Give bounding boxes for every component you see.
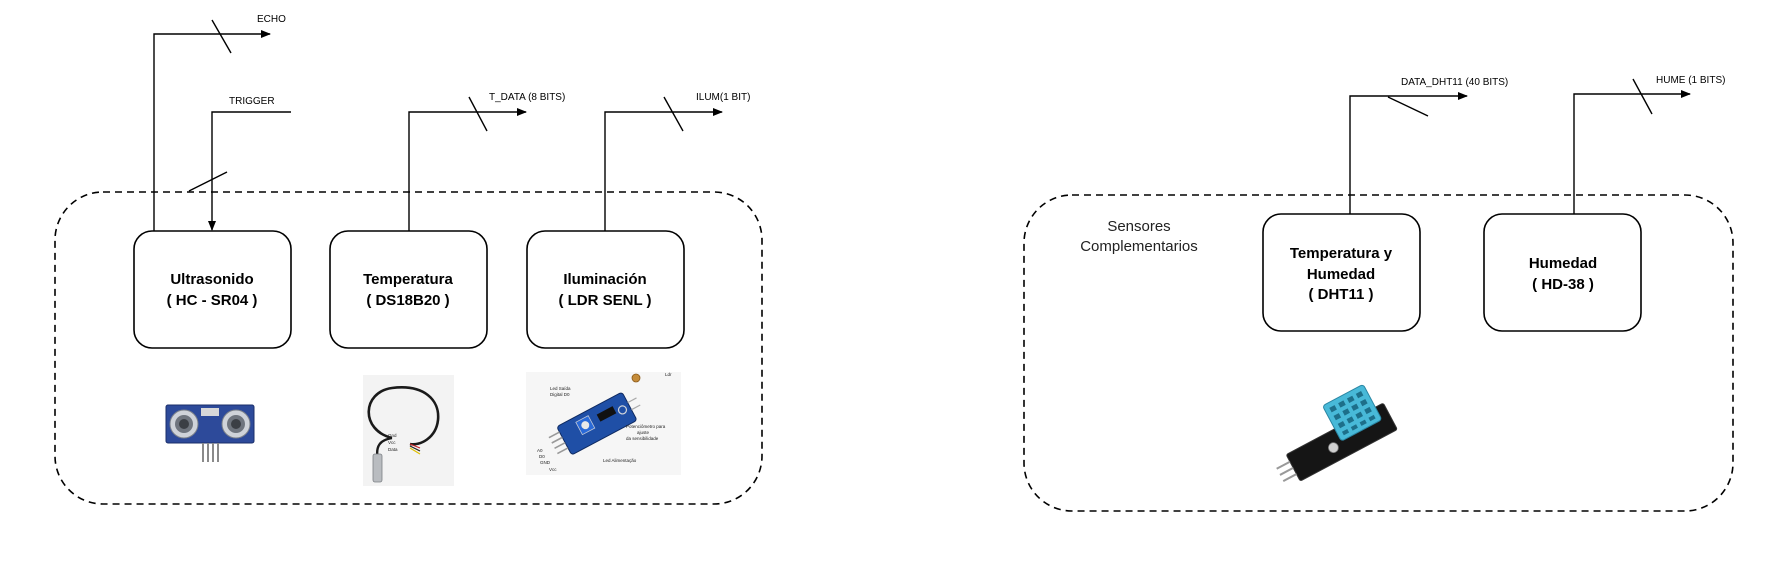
box-ultrasonido-line2: ( HC - SR04 ) [167,292,258,309]
bus-slash [188,171,228,192]
complementary-sensors-group [1023,194,1734,512]
ldr-module-photo: Ldr Led Saída Digital D0 Potenciômetro p… [526,372,681,475]
ultrasonic-sensor-photo [165,404,255,462]
box-iluminacion-line1: Iluminación [563,271,646,288]
pin-a0-label: A0 [537,448,543,453]
pin-gnd-label: GND [540,460,551,465]
led-alim-label: Led Alimentação [603,458,637,463]
dht11-module-photo [1276,384,1398,482]
ds18b20-wire-vcc: Vcc [388,440,396,445]
box-iluminacion: Iluminación ( LDR SENL ) [526,230,685,349]
box-iluminacion-line2: ( LDR SENL ) [558,292,651,309]
box-humedad: Humedad ( HD-38 ) [1483,213,1642,332]
ds18b20-wire-data: Data [388,447,398,452]
ilum-signal: ILUM(1 BIT) [604,92,750,231]
group-label-line2: Complementarios [1080,238,1198,255]
box-ultrasonido: Ultrasonido ( HC - SR04 ) [133,230,292,349]
t-data-label: T_DATA (8 BITS) [489,92,565,103]
box-temperatura: Temperatura ( DS18B20 ) [329,230,488,349]
trigger-signal: TRIGGER [188,96,291,231]
bus-slash [1632,78,1653,115]
box-dht11: Temperatura y Humedad ( DHT11 ) [1262,213,1421,332]
pin-vcc-label: Vcc [549,467,557,472]
box-ultrasonido-line1: Ultrasonido [170,271,253,288]
hume-signal: HUME (1 BITS) [1573,75,1725,214]
box-dht11-line3: ( DHT11 ) [1308,286,1373,303]
echo-signal: ECHO [153,14,286,231]
bus-slash [211,19,232,54]
ds18b20-wire-gnd: Gnd [388,433,397,438]
trigger-label: TRIGGER [229,96,275,107]
bus-slash [663,96,684,132]
box-dht11-line2: Humedad [1307,266,1375,283]
bus-slash [1387,96,1429,117]
led-salida-label-1: Led Saída [550,386,571,391]
box-humedad-line2: ( HD-38 ) [1532,276,1594,293]
pot-label-3: da sensibilidade [626,436,659,441]
pot-label-2: ajuste [637,430,650,435]
data-dht11-label: DATA_DHT11 (40 BITS) [1401,77,1508,88]
pin-d0-label: D0 [539,454,545,459]
box-temperatura-line1: Temperatura [363,271,453,288]
echo-label: ECHO [257,14,286,25]
box-temperatura-line2: ( DS18B20 ) [366,292,449,309]
ilum-label: ILUM(1 BIT) [696,92,750,103]
bus-slash [468,96,488,132]
data-dht11-signal: DATA_DHT11 (40 BITS) [1349,77,1508,214]
box-dht11-line1: Temperatura y [1290,245,1393,262]
group-label-line1: Sensores [1107,218,1170,235]
temperature-probe-photo: Gnd Vcc Data [363,375,454,486]
box-humedad-line1: Humedad [1529,255,1597,272]
hume-label: HUME (1 BITS) [1656,75,1725,86]
ldr-label: Ldr [665,372,672,377]
led-salida-label-2: Digital D0 [550,392,570,397]
t-data-signal: T_DATA (8 BITS) [408,92,565,231]
pot-label-1: Potenciômetro para [626,424,666,429]
